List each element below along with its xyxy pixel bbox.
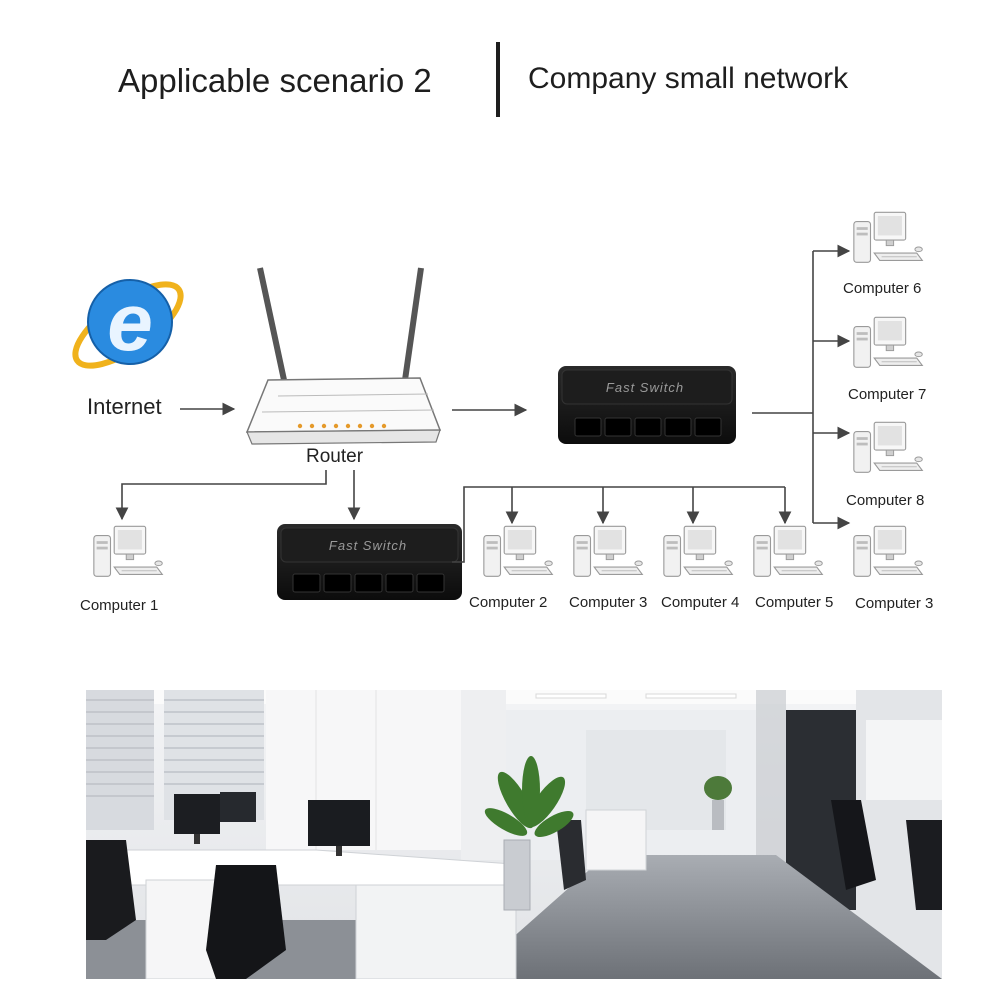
connection-lines <box>115 244 851 563</box>
computer-icon <box>663 525 733 577</box>
internet-label: Internet <box>87 394 162 419</box>
computer-icon <box>853 525 923 577</box>
internet-explorer-icon: e <box>72 277 184 369</box>
svg-text:e: e <box>107 277 153 368</box>
computer-4-label: Computer 4 <box>661 594 740 611</box>
office-photo <box>86 690 942 979</box>
computer-6-label: Computer 6 <box>843 280 922 297</box>
computer-5-label: Computer 5 <box>755 594 834 611</box>
computer-icon <box>93 525 163 577</box>
computer-icon <box>753 525 823 577</box>
switch-bottom-label: Fast Switch <box>329 538 407 553</box>
router-icon <box>245 267 442 445</box>
router-label: Router <box>306 446 364 467</box>
switch-icon: Fast Switch <box>277 524 462 600</box>
computer-icon <box>853 211 923 263</box>
computer-icon <box>853 421 923 473</box>
switch-top-label: Fast Switch <box>606 380 684 395</box>
computer-2-label: Computer 2 <box>469 594 548 611</box>
computer-3-label: Computer 3 <box>569 594 648 611</box>
computer-7-label: Computer 7 <box>848 386 927 403</box>
computer-icon <box>573 525 643 577</box>
computer-1-label: Computer 1 <box>80 597 159 614</box>
computer-3b-label: Computer 3 <box>855 595 934 612</box>
page-title: Applicable scenario 2 <box>118 62 432 99</box>
page-subtitle: Company small network <box>528 62 849 95</box>
title-divider <box>496 42 500 117</box>
computer-icon <box>483 525 553 577</box>
computer-8-label: Computer 8 <box>846 492 925 509</box>
computer-icon <box>853 316 923 368</box>
switch-icon: Fast Switch <box>558 366 736 444</box>
network-diagram: e Fast Switch Fast Switch <box>72 211 923 600</box>
